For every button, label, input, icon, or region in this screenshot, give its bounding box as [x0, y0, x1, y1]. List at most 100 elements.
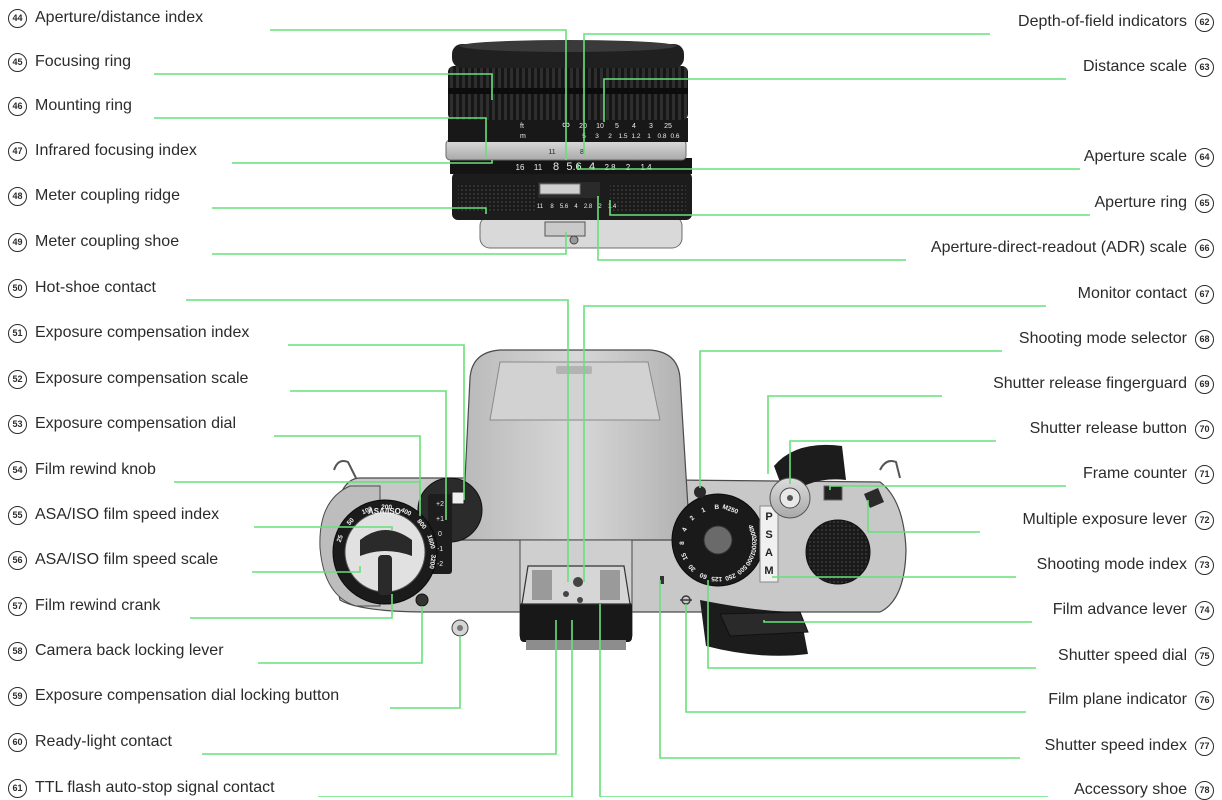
callout-number-47: 47 [8, 142, 27, 161]
asa-value-4: 400 [399, 507, 412, 518]
leader-line-76 [685, 604, 1026, 713]
shutter-value-1: B [714, 504, 719, 511]
callout-number-75: 75 [1195, 647, 1214, 666]
leader-line-50 [186, 299, 569, 582]
distance-mark-ft-6: 25 [664, 123, 672, 130]
callout-number-59: 59 [8, 687, 27, 706]
exposure-comp-index-mark [451, 491, 465, 505]
callout-number-72: 72 [1195, 511, 1214, 530]
callout-text-71: Frame counter [1082, 465, 1187, 482]
leader-line-61 [318, 620, 573, 797]
callout-text-45: Focusing ring [35, 53, 132, 70]
callout-text-54: Film rewind knob [35, 461, 156, 478]
leader-line-64 [577, 164, 1080, 170]
callout-number-54: 54 [8, 461, 27, 480]
callout-text-73: Shooting mode index [1036, 556, 1187, 573]
mode-value-P: P [765, 511, 772, 523]
callout-text-70: Shutter release button [1029, 420, 1187, 437]
callout-number-61: 61 [8, 779, 27, 798]
callout-number-52: 52 [8, 370, 27, 389]
adr-mark-4: 2.8 [584, 204, 593, 210]
asa-value-1: 50 [346, 517, 356, 527]
callout-text-72: Multiple exposure lever [1022, 511, 1187, 528]
meter-coupling-shoe [544, 221, 586, 237]
exposure-comp-lock-button-center [457, 625, 463, 631]
lens-unit-ft: ft [520, 123, 524, 130]
distance-mark-ft-1: 20 [579, 123, 587, 130]
callout-number-56: 56 [8, 551, 27, 570]
leader-line-77 [659, 580, 1020, 759]
shutter-speed-index-mark [660, 576, 664, 584]
callout-number-78: 78 [1195, 781, 1214, 800]
callout-number-44: 44 [8, 9, 27, 28]
callout-text-65: Aperture ring [1094, 194, 1188, 211]
adr-mark-0: 11 [537, 204, 544, 210]
callout-text-76: Film plane indicator [1048, 691, 1187, 708]
leader-line-63 [603, 78, 1066, 122]
callout-text-68: Shooting mode selector [1018, 330, 1187, 347]
callout-text-75: Shutter speed dial [1058, 647, 1187, 664]
leader-line-51 [288, 344, 465, 500]
leader-line-54 [174, 481, 421, 516]
callout-number-63: 63 [1195, 58, 1214, 77]
leader-line-78 [599, 604, 1048, 797]
callout-text-74: Film advance lever [1052, 601, 1187, 618]
aperture-mark-1: 11 [534, 163, 543, 172]
aperture-ring-knurl-right [610, 184, 686, 212]
callout-label-72: Multiple exposure lever 72 [1022, 510, 1214, 530]
callout-text-51: Exposure compensation index [35, 324, 250, 341]
hot-shoe-rail-right [600, 570, 620, 600]
lens-front-glass [460, 40, 676, 52]
aperture-mark-0: 16 [516, 163, 525, 172]
shutter-value-5: 8 [679, 541, 686, 545]
film-advance-dome [805, 519, 871, 585]
film-advance-lever [719, 611, 809, 637]
comp-value-0: +2 [436, 501, 444, 508]
callout-number-69: 69 [1195, 375, 1214, 394]
aperture-mark-2: 8 [553, 161, 559, 173]
distance-mark-m-4: 1.2 [631, 133, 640, 140]
shutter-value-14: 4000 [746, 524, 757, 540]
callout-number-70: 70 [1195, 420, 1214, 439]
asa-label: ASA/ISO [368, 507, 401, 516]
callout-number-55: 55 [8, 506, 27, 525]
leader-line-68 [699, 350, 1002, 488]
shutter-value-3: 2 [689, 514, 697, 522]
distance-mark-m-6: 0.8 [657, 133, 666, 140]
asa-value-3: 200 [381, 504, 392, 511]
comp-value-2: 0 [438, 531, 442, 538]
leader-line-55 [254, 526, 393, 530]
adr-mark-1: 8 [550, 204, 554, 210]
callout-number-58: 58 [8, 642, 27, 661]
leader-lines [154, 29, 1090, 797]
callout-label-54: 54 Film rewind knob [8, 460, 156, 480]
distance-mark-ft-5: 3 [649, 123, 653, 130]
comp-value-1: +1 [436, 516, 444, 523]
leader-line-45 [154, 73, 493, 100]
ready-light-contact-dot [563, 591, 569, 597]
shutter-value-13: 2000 [749, 538, 757, 553]
shutter-release-button-center [787, 495, 793, 501]
distance-mark-m-1: 3 [595, 133, 599, 140]
leader-line-62 [583, 33, 990, 156]
shutter-value-7: 30 [687, 562, 697, 572]
shutter-speed-dial-center [703, 525, 733, 555]
callout-text-44: Aperture/distance index [35, 9, 204, 26]
leader-line-46 [154, 117, 487, 158]
leader-line-74 [763, 620, 1032, 623]
lens-mount-ring [526, 640, 626, 650]
mode-value-M: M [764, 565, 773, 577]
